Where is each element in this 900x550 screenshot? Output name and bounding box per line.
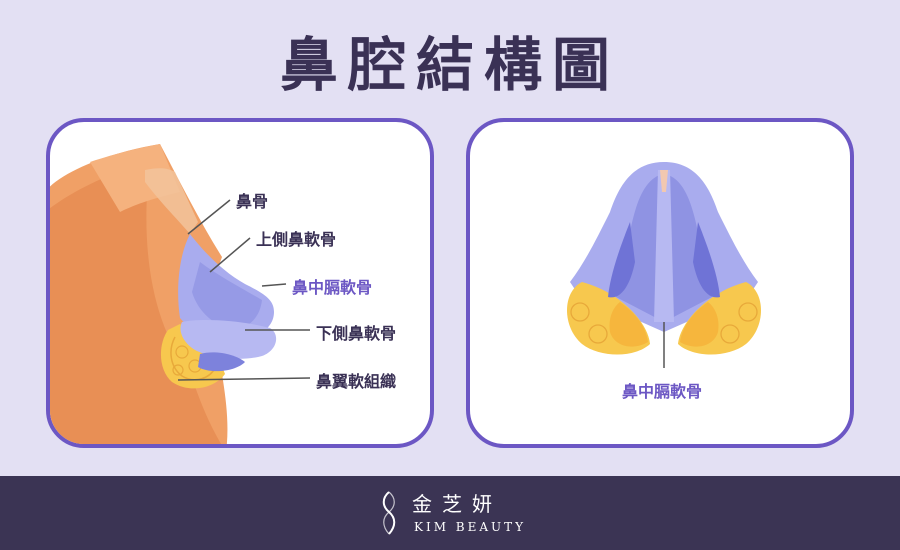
brand-name: 金芝妍 — [412, 492, 502, 516]
front-view-panel: 鼻中膈軟骨 — [466, 118, 854, 448]
page-title: 鼻腔結構圖 — [279, 31, 620, 99]
brand-subtitle: KIM BEAUTY — [414, 520, 527, 534]
label-septal-cartilage: 鼻中膈軟骨 — [292, 278, 373, 297]
front-nose-illustration — [567, 162, 761, 368]
label-alar-soft-tissue: 鼻翼軟組織 — [316, 372, 397, 391]
label-upper-lateral-cartilage: 上側鼻軟骨 — [256, 230, 337, 249]
side-nose-illustration — [50, 144, 311, 444]
label-nasal-bone: 鼻骨 — [236, 192, 269, 211]
label-front-septal-cartilage: 鼻中膈軟骨 — [622, 382, 703, 401]
side-view-panel: 鼻骨 上側鼻軟骨 鼻中膈軟骨 下側鼻軟骨 鼻翼軟組織 — [46, 118, 434, 448]
label-lower-lateral-cartilage: 下側鼻軟骨 — [316, 324, 397, 343]
footer-bar: 金芝妍 KIM BEAUTY — [0, 476, 900, 550]
brand-logo-icon — [382, 491, 396, 535]
